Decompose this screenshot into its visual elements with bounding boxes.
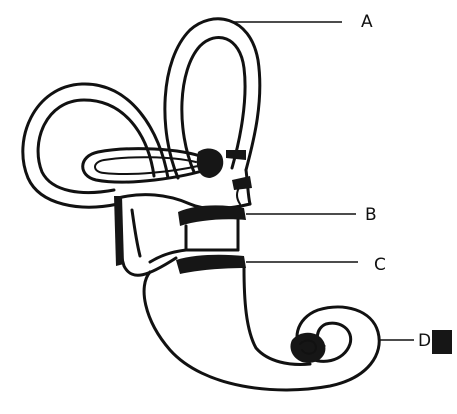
posterior-semicircular-canal xyxy=(23,84,168,207)
cochlear-duct-band xyxy=(150,250,246,274)
label-a: A xyxy=(361,12,373,32)
label-b: B xyxy=(365,205,377,225)
saccule-band xyxy=(178,205,246,250)
label-d: D xyxy=(418,331,431,351)
scan-artifact xyxy=(432,330,452,354)
cochlea xyxy=(144,268,379,390)
label-c: C xyxy=(374,255,386,275)
